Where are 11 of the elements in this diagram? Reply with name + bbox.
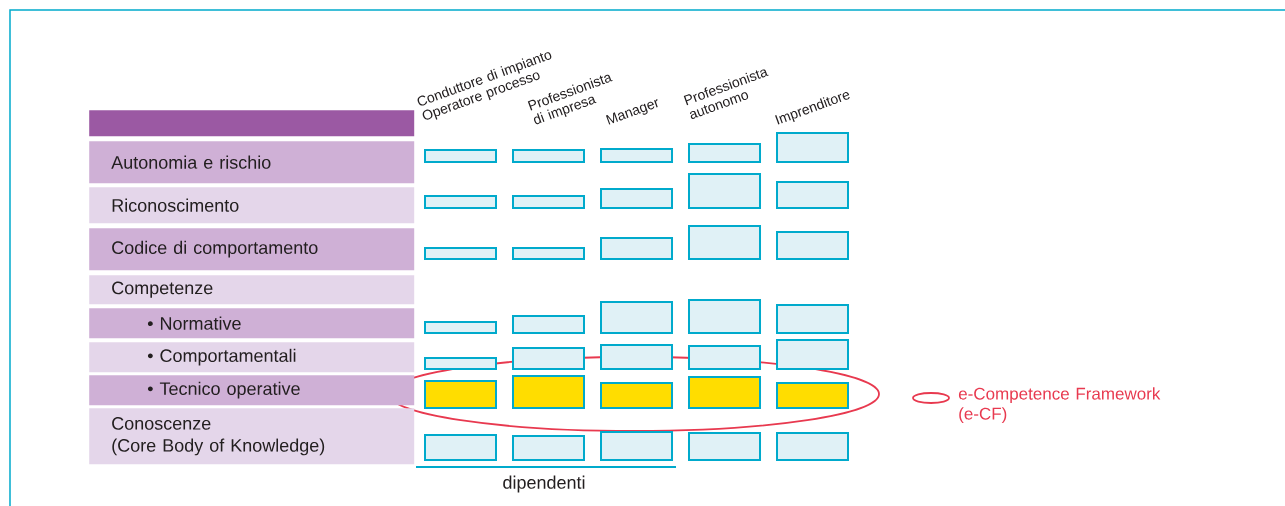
row-band: • Tecnico operative [89,375,415,406]
row-band: Riconoscimento [89,187,415,224]
row-band: Codice di comportamento [89,228,415,271]
row-band: Competenze [89,275,415,305]
row-band: Autonomia e rischio [89,141,415,184]
row-band: • Comportamentali [89,342,415,373]
group-label: dipendenti [503,475,585,493]
row-band: Conoscenze (Core Body of Knowledge) [89,408,415,465]
row-band: • Normative [89,308,415,339]
header-bar [89,110,415,137]
legend-label: e-Competence Framework (e-CF) [958,387,1161,424]
